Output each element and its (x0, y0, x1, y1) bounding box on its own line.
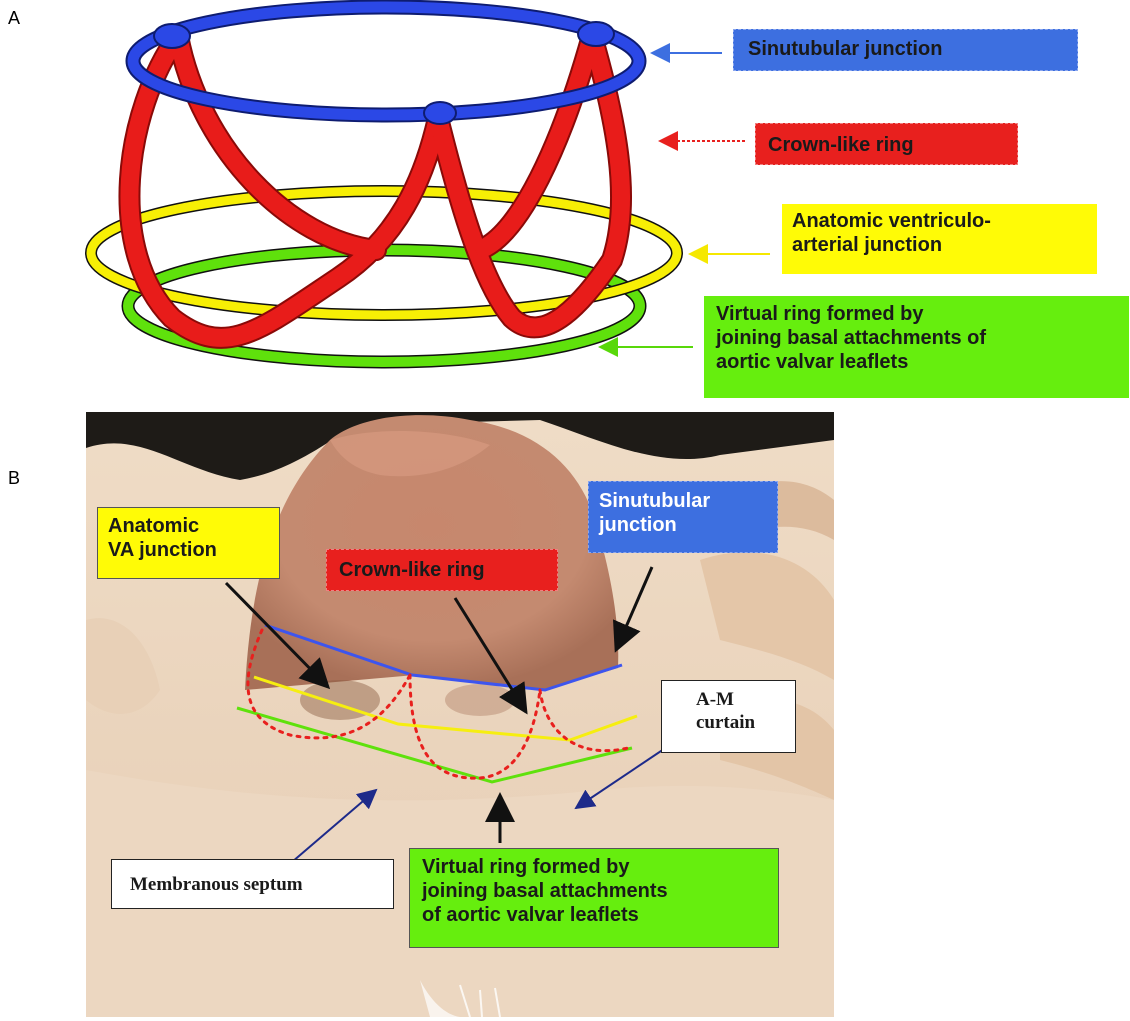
label-virtual-ring: Virtual ring formed by joining basal att… (704, 296, 1129, 398)
label-crown-like-ring-b: Crown-like ring (326, 549, 558, 591)
label-virtual-ring-b: Virtual ring formed by joining basal att… (409, 848, 779, 948)
label-anatomic-va-junction-b: Anatomic VA junction (97, 507, 280, 579)
sinutubular-ring-blue (133, 7, 639, 124)
label-am-curtain: A-M curtain (661, 680, 796, 753)
label-sinutubular-junction: Sinutubular junction (733, 29, 1078, 71)
label-anatomic-va-junction: Anatomic ventriculo- arterial junction (782, 204, 1097, 274)
panel-b-letter: B (8, 468, 20, 489)
label-membranous-septum: Membranous septum (111, 859, 394, 909)
label-sinutubular-junction-b: Sinutubular junction (588, 481, 778, 553)
label-crown-like-ring: Crown-like ring (755, 123, 1018, 165)
